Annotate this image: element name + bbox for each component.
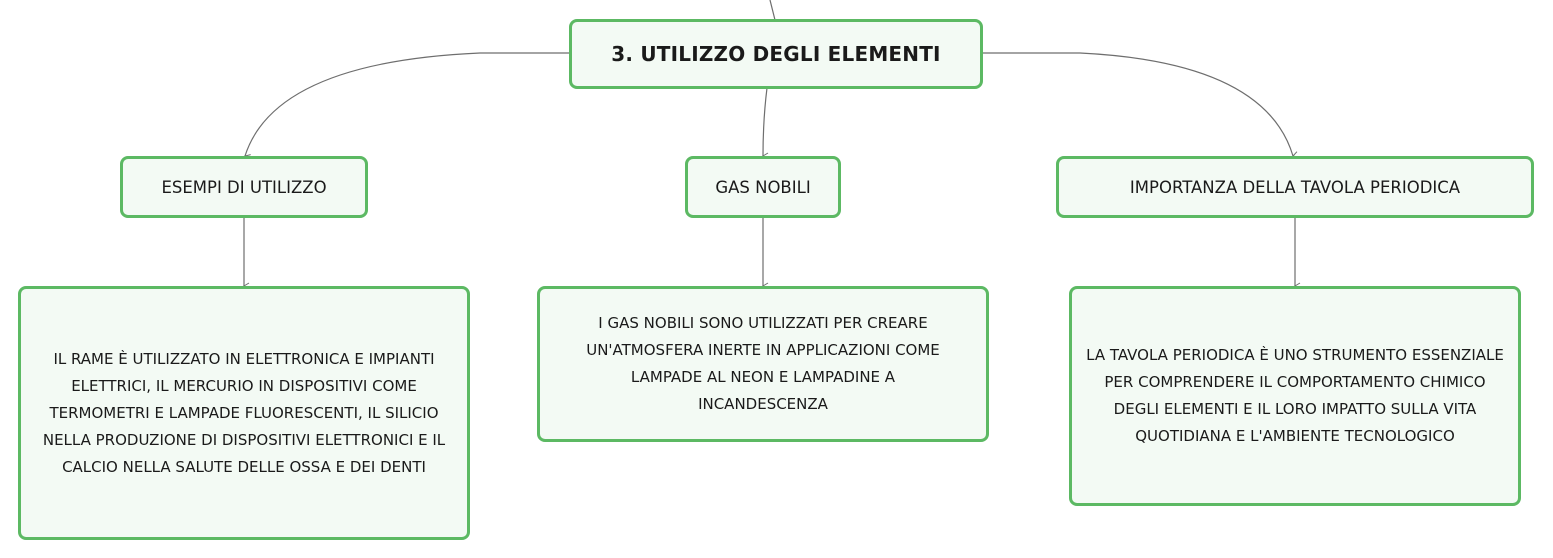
topic-gas-nobili-title: GAS NOBILI: [715, 177, 811, 197]
topic-importanza-tavola-periodica[interactable]: IMPORTANZA DELLA TAVOLA PERIODICA: [1056, 156, 1534, 218]
detail-esempi-di-utilizzo-text: IL RAME È UTILIZZATO IN ELETTRONICA E IM…: [42, 349, 446, 476]
topic-esempi-di-utilizzo[interactable]: ESEMPI DI UTILIZZO: [120, 156, 368, 218]
detail-gas-nobili-text: I GAS NOBILI SONO UTILIZZATI PER CREARE …: [586, 314, 940, 413]
detail-gas-nobili[interactable]: I GAS NOBILI SONO UTILIZZATI PER CREARE …: [537, 286, 989, 442]
detail-esempi-di-utilizzo[interactable]: IL RAME È UTILIZZATO IN ELETTRONICA E IM…: [18, 286, 470, 540]
connector-parent-to-root: [769, 0, 776, 21]
topic-esempi-di-utilizzo-title: ESEMPI DI UTILIZZO: [161, 177, 327, 197]
detail-importanza-tavola-periodica-text: LA TAVOLA PERIODICA È UNO STRUMENTO ESSE…: [1086, 346, 1504, 445]
root-topic[interactable]: 3. UTILIZZO DEGLI ELEMENTI: [569, 19, 983, 89]
connector-root-to-esempi: [244, 52, 571, 161]
root-topic-title: 3. UTILIZZO DEGLI ELEMENTI: [611, 42, 941, 66]
connector-root-to-importanza: [982, 52, 1299, 158]
topic-gas-nobili[interactable]: GAS NOBILI: [685, 156, 841, 218]
topic-importanza-tavola-periodica-title: IMPORTANZA DELLA TAVOLA PERIODICA: [1129, 177, 1461, 197]
detail-importanza-tavola-periodica[interactable]: LA TAVOLA PERIODICA È UNO STRUMENTO ESSE…: [1069, 286, 1521, 506]
connector-root-to-gas-nobili: [762, 87, 769, 160]
